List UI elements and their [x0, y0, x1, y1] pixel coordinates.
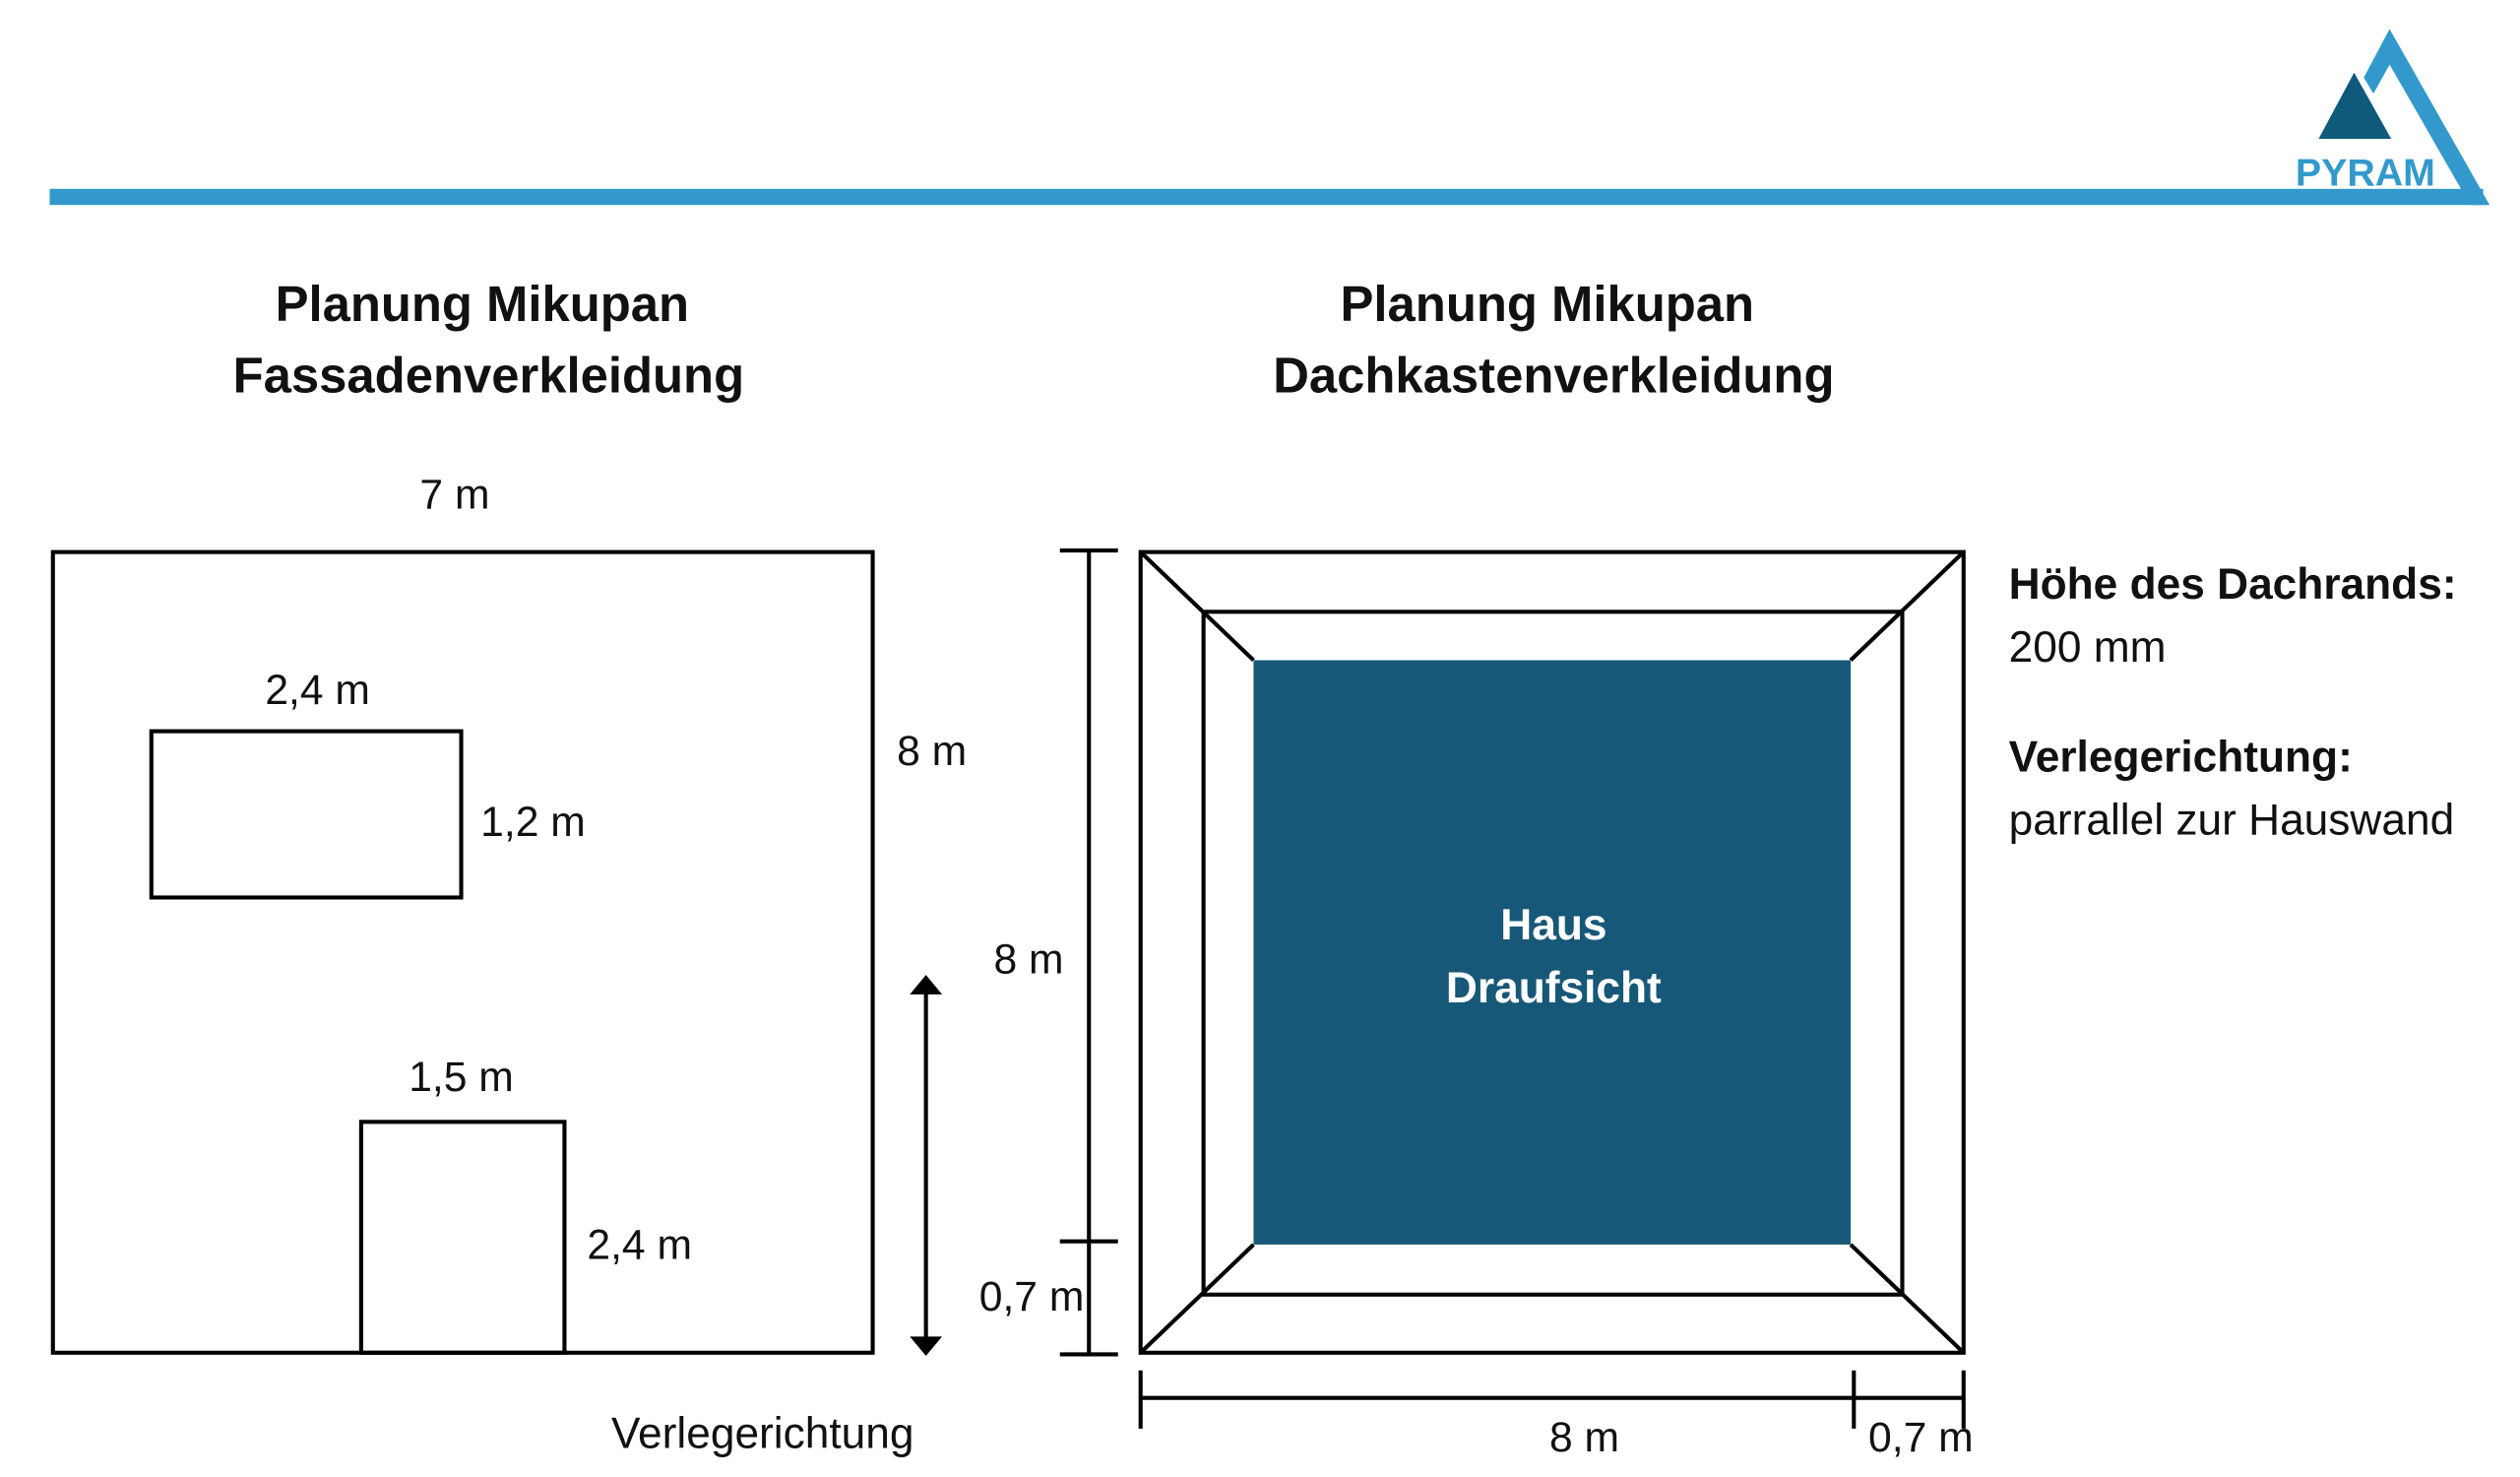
pyram-logo: PYRAM: [2296, 29, 2490, 206]
left-title-line1: Planung Mikupan: [276, 276, 689, 332]
horizontal-overhang-label: 0,7 m: [1868, 1414, 1974, 1461]
installation-direction-label: Verlegerichtung:: [2009, 734, 2353, 782]
window-height-label: 1,2 m: [480, 799, 586, 846]
installation-direction-value: parrallel zur Hauswand: [2009, 797, 2455, 845]
facade-wall: [50, 549, 875, 1355]
horizontal-main-label: 8 m: [1549, 1414, 1619, 1461]
vertical-overhang-label: 0,7 m: [979, 1273, 1085, 1320]
right-title-line2: Dachkastenverkleidung: [1273, 347, 1834, 403]
logo-outline-triangle: [2363, 29, 2490, 206]
roof-overhang-plan: [1138, 549, 1966, 1355]
house-label-line2: Draufsicht: [1446, 964, 1662, 1012]
right-title-line1: Planung Mikupan: [1341, 276, 1755, 332]
roof-edge-height-value: 200 mm: [2009, 623, 2167, 672]
door-height-label: 2,4 m: [587, 1222, 692, 1269]
left-title-line2: Fassadenverkleidung: [233, 347, 744, 403]
door-width-label: 1,5 m: [409, 1054, 514, 1101]
vertical-main-label: 8 m: [994, 936, 1064, 984]
left-direction-label: Verlegerichtung: [611, 1409, 914, 1457]
window-width-label: 2,4 m: [265, 667, 370, 714]
horizontal-dimension-line: [1138, 1370, 1966, 1429]
logo-dark-triangle: [2318, 72, 2392, 139]
logo-text: PYRAM: [2296, 152, 2435, 195]
roof-edge-height-label: Höhe des Dachrands:: [2009, 560, 2457, 609]
header-bar: [49, 188, 2484, 206]
door: [358, 1120, 567, 1355]
house-label-line1: Haus: [1500, 901, 1606, 949]
window: [149, 729, 464, 900]
house-area: [1253, 660, 1851, 1245]
wall-height-label: 8 m: [897, 728, 967, 775]
vertical-dimension-line: [1059, 547, 1118, 1357]
wall-width-label: 7 m: [419, 471, 489, 518]
direction-arrow-icon: [910, 975, 943, 1357]
